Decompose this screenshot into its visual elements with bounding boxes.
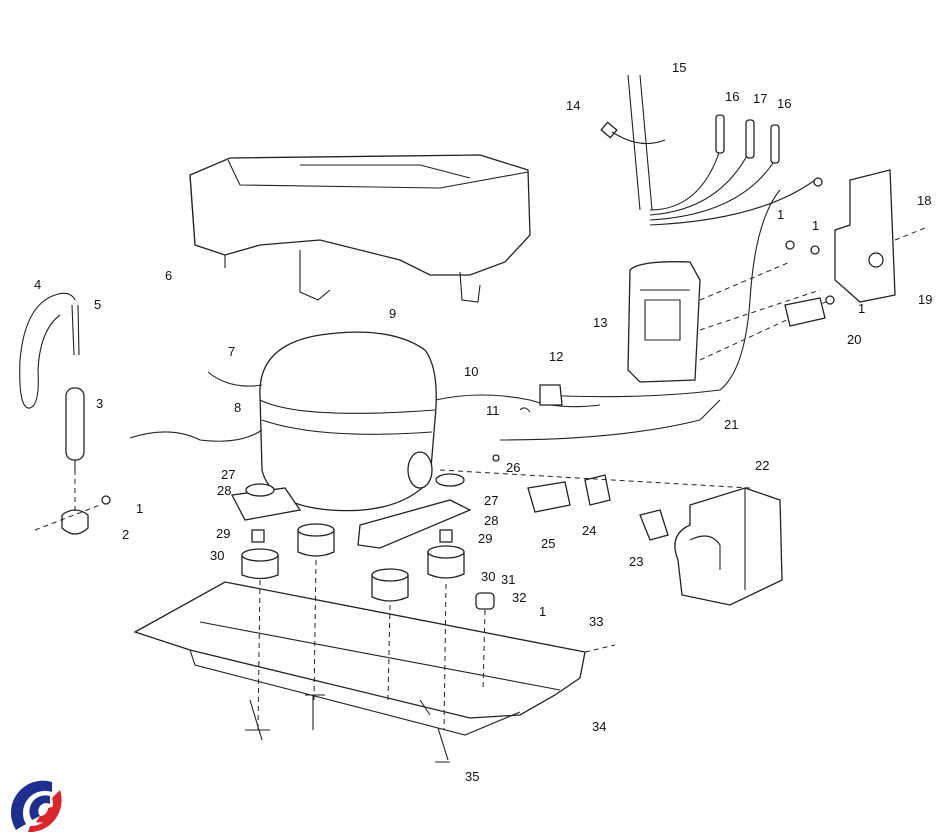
label: 1 <box>858 301 865 316</box>
label: 30 <box>210 548 224 563</box>
label: 6 <box>165 268 172 283</box>
label: 14 <box>566 98 580 113</box>
label: 20 <box>847 332 861 347</box>
label: 24 <box>582 523 596 538</box>
label: 1 <box>136 501 143 516</box>
label: 4 <box>34 277 41 292</box>
label: 7 <box>228 344 235 359</box>
label: 8 <box>234 400 241 415</box>
label: 1 <box>812 218 819 233</box>
label: 2 <box>122 527 129 542</box>
part-13-relay <box>627 261 831 383</box>
label: 27 <box>221 467 235 482</box>
label: 25 <box>541 536 555 551</box>
part-14-15-16-17-harness <box>600 74 823 226</box>
part-27-30-mounting-grommets <box>241 473 495 610</box>
label: 31 <box>501 572 515 587</box>
label: 1 <box>539 604 546 619</box>
label: 21 <box>724 417 738 432</box>
part-9-compressor <box>129 331 601 549</box>
label: 27 <box>484 493 498 508</box>
part-22-terminal-cover <box>439 454 783 606</box>
label: 10 <box>464 364 478 379</box>
part-34-base-plate <box>133 559 616 763</box>
part-21-power-cord <box>499 189 781 441</box>
label: 18 <box>917 193 931 208</box>
label: 3 <box>96 396 103 411</box>
label: 23 <box>629 554 643 569</box>
label: 26 <box>506 460 520 475</box>
label: 29 <box>478 531 492 546</box>
label: 16 <box>725 89 739 104</box>
label: 28 <box>484 513 498 528</box>
label: 34 <box>592 719 606 734</box>
label: 22 <box>755 458 769 473</box>
label: 9 <box>389 306 396 321</box>
label: 19 <box>918 292 932 307</box>
label: 32 <box>512 590 526 605</box>
part-6-drip-tray <box>189 154 531 303</box>
label: 17 <box>753 91 767 106</box>
part-3-4-5-capillary-filter <box>19 292 111 535</box>
label: 29 <box>216 526 230 541</box>
brand-logo <box>10 780 62 833</box>
label: 5 <box>94 297 101 312</box>
part-labels: 15 14 16 17 16 18 1 1 19 1 20 13 12 10 9… <box>34 60 932 784</box>
label: 1 <box>777 207 784 222</box>
label: 13 <box>593 315 607 330</box>
label: 12 <box>549 349 563 364</box>
part-19-relay-cover <box>784 169 926 327</box>
label: 11 <box>486 403 500 418</box>
label: 30 <box>481 569 495 584</box>
label: 35 <box>465 769 479 784</box>
label: 16 <box>777 96 791 111</box>
label: 15 <box>672 60 686 75</box>
label: 28 <box>217 483 231 498</box>
label: 33 <box>589 614 603 629</box>
